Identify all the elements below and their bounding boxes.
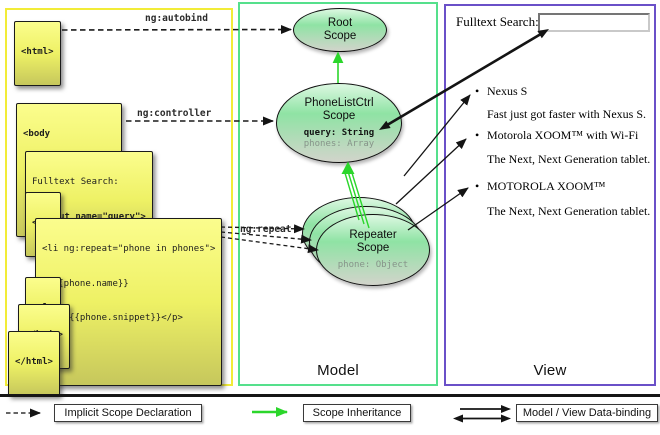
- view-panel: View: [444, 4, 656, 386]
- bullet-icon: •: [475, 128, 480, 142]
- ng-controller-label: ng:controller: [137, 108, 212, 119]
- ng-autobind-label: ng:autobind: [145, 13, 208, 24]
- legend-scope-inheritance-label: Scope Inheritance: [303, 404, 411, 422]
- code-box-html-open: <html>: [14, 21, 61, 86]
- view-item-desc: The Next, Next Generation tablet.: [487, 152, 651, 166]
- view-item-title: •Nexus S: [475, 84, 528, 98]
- query-prop: query: String: [303, 127, 375, 138]
- legend-separator: [0, 394, 660, 397]
- phonelistctrl-scope-ellipse: PhoneListCtrl Scope query: String phones…: [276, 83, 402, 163]
- legend-implicit-scope-label: Implicit Scope Declaration: [54, 404, 202, 422]
- view-item-title: •Motorola XOOM™ with Wi-Fi: [475, 128, 639, 142]
- repeater-scope-ellipse-front: Repeater Scope phone: Object: [316, 214, 430, 286]
- phones-prop: phones: Array: [303, 138, 375, 149]
- model-panel-label: Model: [317, 362, 359, 379]
- legend-data-binding-label: Model / View Data-binding: [516, 404, 658, 422]
- code-box-html-close: </html>: [8, 331, 60, 396]
- view-panel-label: View: [533, 362, 567, 379]
- bullet-icon: •: [475, 84, 480, 98]
- ng-repeat-label: ng:repeat: [240, 224, 292, 235]
- root-scope-ellipse: Root Scope: [293, 8, 387, 52]
- fulltext-search-label: Fulltext Search:: [456, 14, 539, 29]
- bullet-icon: •: [475, 179, 480, 193]
- legend-binding-arrows-icon: [453, 405, 511, 423]
- view-item-title: •MOTOROLA XOOM™: [475, 179, 606, 193]
- phone-prop: phone: Object: [337, 260, 409, 270]
- fulltext-search-input[interactable]: [538, 13, 650, 32]
- view-item-desc: The Next, Next Generation tablet.: [487, 204, 651, 218]
- view-item-desc: Fast just got faster with Nexus S.: [487, 107, 646, 121]
- model-panel: Model: [238, 2, 438, 386]
